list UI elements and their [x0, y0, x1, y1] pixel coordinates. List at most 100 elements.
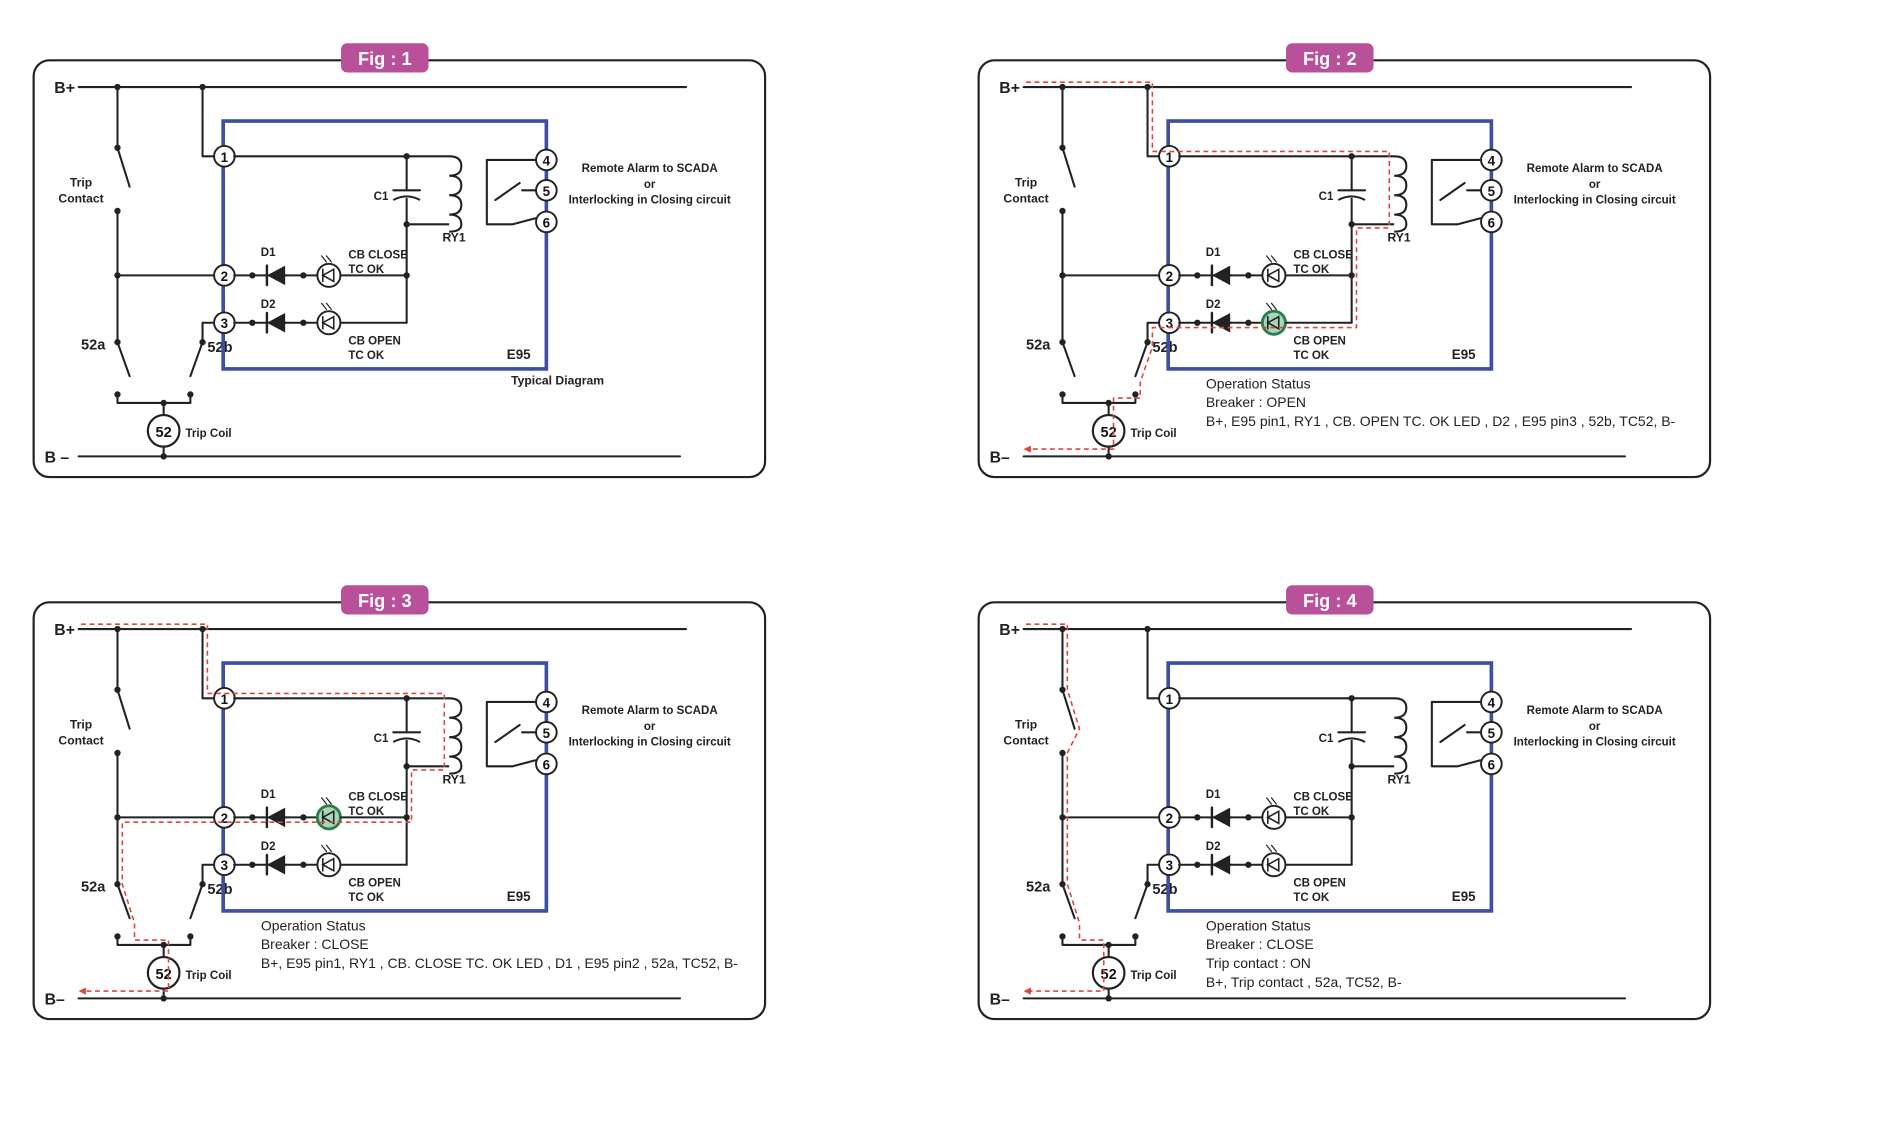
- led-icon: [325, 255, 332, 263]
- led-icon: [315, 804, 342, 831]
- remote-alarm-label: Remote Alarm to SCADA: [582, 705, 719, 717]
- led-icon: [1265, 797, 1273, 805]
- junction-dot: [1245, 814, 1252, 821]
- d2-label: D2: [1206, 841, 1221, 853]
- pin-4: [535, 690, 558, 714]
- pin-number: 4: [1488, 695, 1496, 710]
- switch-52b: [1134, 341, 1149, 378]
- remote-alarm-label: Remote Alarm to SCADA: [582, 163, 719, 175]
- pin-6: [535, 210, 558, 234]
- led-icon: [1265, 302, 1273, 310]
- trip-contact-switch: [1061, 688, 1076, 730]
- led-icon: [320, 255, 328, 263]
- fig-title: Fig : 4: [1303, 591, 1358, 611]
- wire: [485, 158, 536, 226]
- status-line: Operation Status: [1206, 375, 1311, 391]
- cb-open-label: TC OK: [1293, 892, 1330, 904]
- relay-contacts-icon: [511, 217, 537, 226]
- remote-alarm-label: Remote Alarm to SCADA: [1527, 705, 1664, 717]
- diode-icon: [1211, 855, 1231, 875]
- junction-dot: [300, 814, 307, 821]
- c1-label: C1: [1319, 191, 1334, 203]
- d2-label: D2: [261, 841, 276, 853]
- relay-contacts-icon: [1439, 181, 1466, 202]
- trip-contact-label: Trip: [1015, 176, 1037, 190]
- trip-coil-label: Trip Coil: [186, 428, 232, 440]
- diode-icon: [266, 855, 286, 875]
- status-line: B+, E95 pin1, RY1 , CB. CLOSE TC. OK LED…: [261, 955, 738, 971]
- trip-contact-label: Contact: [1003, 191, 1048, 205]
- s52a-label: 52a: [1026, 879, 1051, 895]
- trip-contact-label: Trip: [70, 718, 92, 732]
- current-arrow-icon: [78, 987, 86, 995]
- remote-alarm-label: Interlocking in Closing circuit: [1514, 737, 1676, 749]
- pin-number: 3: [1166, 858, 1173, 873]
- pin-number: 1: [221, 150, 229, 165]
- remote-alarm-label: or: [1589, 179, 1601, 191]
- relay-contacts-icon: [1439, 723, 1466, 744]
- e95-label: E95: [507, 347, 531, 362]
- cb-open-label: CB OPEN: [348, 336, 401, 348]
- s52a-label: 52a: [1026, 337, 1051, 353]
- led-icon: [325, 797, 332, 805]
- led-icon: [321, 857, 335, 873]
- led-icon: [1261, 262, 1287, 288]
- status-line: Breaker : CLOSE: [261, 936, 369, 952]
- c1-label: C1: [374, 733, 389, 745]
- pin-number: 2: [1166, 269, 1173, 284]
- bplus-label: B+: [999, 622, 1020, 639]
- ry1-label: RY1: [1387, 772, 1410, 786]
- cb-open-label: TC OK: [1293, 350, 1330, 362]
- d1-label: D1: [261, 247, 276, 259]
- led-icon: [325, 302, 332, 310]
- e95-relay-box: [1166, 119, 1494, 371]
- fig-badge: [341, 43, 429, 73]
- led-icon: [1265, 844, 1273, 852]
- e95-relay-box: [221, 661, 549, 913]
- s52b-label: 52b: [1152, 882, 1177, 898]
- pin-number: 5: [543, 726, 551, 741]
- relay-contacts-icon: [1456, 217, 1482, 226]
- status-line: B+, E95 pin1, RY1 , CB. OPEN TC. OK LED …: [1206, 413, 1676, 429]
- remote-alarm-label: Interlocking in Closing circuit: [569, 195, 731, 207]
- junction-dot: [249, 861, 256, 868]
- pin-number: 2: [1166, 811, 1173, 826]
- switch-52a: [116, 883, 131, 920]
- led-icon: [321, 315, 335, 331]
- trip-contact-switch: [116, 688, 131, 730]
- cb-close-label: CB CLOSE: [348, 249, 408, 261]
- relay-contacts-icon: [494, 723, 521, 744]
- d2-label: D2: [261, 299, 276, 311]
- s52a-label: 52a: [81, 337, 106, 353]
- led-icon: [320, 844, 328, 852]
- switch-52b: [189, 883, 204, 920]
- cb-close-label: TC OK: [1293, 264, 1330, 276]
- junction-dot: [160, 995, 167, 1002]
- led-icon: [321, 267, 335, 283]
- junction-dot: [1245, 272, 1252, 279]
- bminus-label: B –: [45, 449, 70, 466]
- junction-dot: [1194, 814, 1201, 821]
- capacitor-icon: [1337, 195, 1366, 201]
- ry1-label: RY1: [442, 772, 465, 786]
- pin-number: 3: [1166, 316, 1173, 331]
- capacitor-icon: [392, 195, 421, 201]
- trip-coil-label: Trip Coil: [1131, 428, 1177, 440]
- c1-label: C1: [374, 191, 389, 203]
- relay-coil-icon: [1394, 697, 1408, 775]
- switch-52a: [1061, 883, 1076, 920]
- cb-close-label: TC OK: [348, 806, 385, 818]
- s52b-label: 52b: [207, 882, 232, 898]
- pin-number: 6: [543, 757, 550, 772]
- trip-contact-switch: [116, 146, 131, 188]
- diode-icon: [266, 265, 286, 286]
- led-icon: [316, 310, 342, 336]
- pin-6: [535, 752, 558, 776]
- led-icon: [1266, 809, 1280, 825]
- pin-number: 4: [543, 695, 551, 710]
- led-icon: [320, 797, 328, 805]
- trip-contact-label: Trip: [70, 176, 92, 190]
- pin-number: 1: [221, 692, 229, 707]
